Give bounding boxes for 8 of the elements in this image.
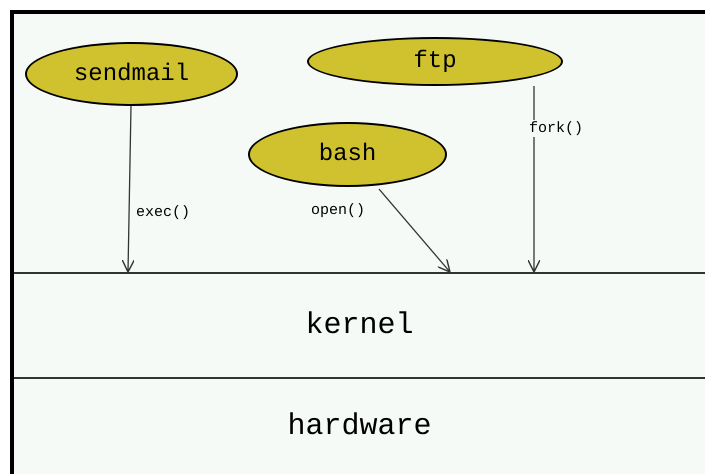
node-label: bash — [318, 141, 376, 168]
node-label: sendmail — [74, 60, 190, 88]
arrow — [122, 106, 135, 273]
node-label: hardware — [287, 410, 432, 444]
node-label: ftp — [413, 48, 457, 75]
arrow — [378, 188, 451, 273]
arrow — [527, 86, 541, 273]
node-label: kernel — [305, 309, 414, 343]
